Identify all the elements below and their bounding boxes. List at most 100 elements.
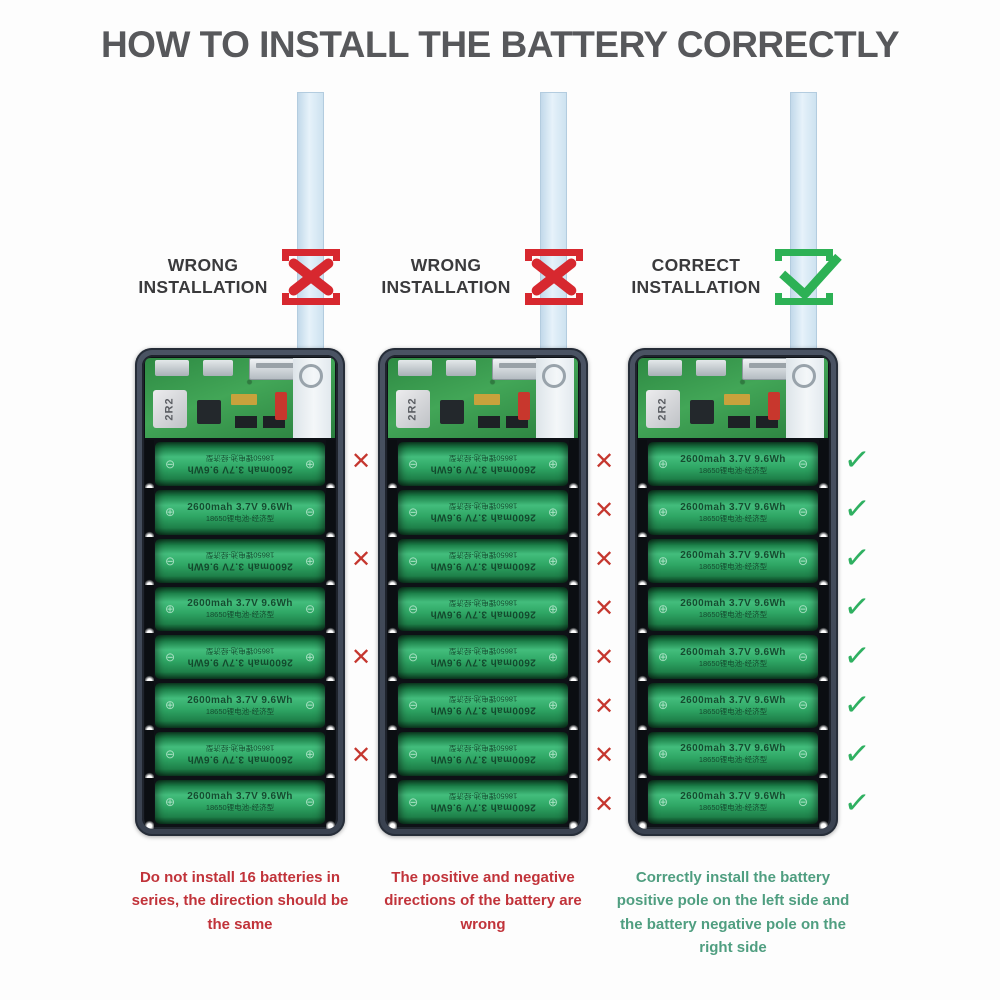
checkmark-icon (778, 236, 842, 301)
row-wrong-mark: ✕ (351, 740, 372, 769)
stamp-bracket-top (524, 249, 583, 261)
battery-label: 2600mah 3.7V 9.6Wh 18650锂电池-经济型 (187, 501, 293, 523)
positive-pole-symbol: ⊕ (165, 601, 176, 616)
battery-label: 2600mah 3.7V 9.6Wh 18650锂电池-经济型 (430, 453, 536, 475)
negative-pole-symbol: ⊖ (797, 698, 808, 713)
strap-pass-through (293, 358, 331, 438)
battery-label: 2600mah 3.7V 9.6Wh 18650锂电池-经济型 (680, 550, 786, 572)
usb-port-small-icon (648, 360, 682, 376)
positive-pole-symbol: ⊕ (658, 457, 669, 472)
negative-pole-symbol: ⊖ (304, 505, 315, 520)
battery-18650: ⊕ 2600mah 3.7V 9.6Wh 18650锂电池-经济型 ⊖ (648, 442, 818, 487)
battery-label: 2600mah 3.7V 9.6Wh 18650锂电池-经济型 (430, 598, 536, 620)
battery-contact-right (569, 633, 578, 688)
row-wrong-mark: ✕ (594, 446, 615, 475)
battery-contact-right (326, 729, 335, 785)
battery-contact-right (819, 777, 828, 829)
battery-label: 2600mah 3.7V 9.6Wh 18650锂电池-经济型 (187, 791, 293, 813)
powerbank-case: 2R2 ⊕ 2600mah 3.7V 9.6Wh 18650锂电池 (135, 348, 345, 836)
battery-contact-left (638, 584, 647, 640)
battery-row: ⊕ 2600mah 3.7V 9.6Wh 18650锂电池-经济型 ⊖ (638, 584, 828, 640)
battery-contact-right (819, 633, 828, 688)
chip-icon (690, 400, 714, 424)
positive-pole-symbol: ⊕ (658, 794, 669, 809)
battery-contact-right (569, 440, 578, 495)
battery-contact-left (145, 488, 154, 543)
row-wrong-mark: ✕ (351, 544, 372, 573)
negative-pole-symbol: ⊖ (797, 553, 808, 568)
chip-icon (440, 400, 464, 424)
inductor-2r2: 2R2 (396, 390, 430, 428)
column-wrong-reversed: WRONG INSTALLATION 2R2 (378, 0, 614, 1000)
column-header: WRONG INSTALLATION (135, 246, 345, 308)
battery-row: ⊕ 2600mah 3.7V 9.6Wh 18650锂电池-经济型 ⊖ (388, 584, 578, 640)
negative-pole-symbol: ⊖ (797, 601, 808, 616)
battery-contact-right (819, 536, 828, 592)
battery-18650: ⊕ 2600mah 3.7V 9.6Wh 18650锂电池-经济型 ⊖ (398, 731, 568, 776)
row-marks-column: ✕✕✕✕ (351, 436, 393, 828)
row-no-mark (351, 485, 393, 534)
column-correct: CORRECT INSTALLATION 2R2 (617, 0, 872, 1000)
battery-contact-right (326, 440, 335, 495)
strap-pass-through (536, 358, 574, 438)
stamp-bracket-bottom (281, 293, 340, 305)
battery-18650: ⊕ 2600mah 3.7V 9.6Wh 18650锂电池-经济型 ⊖ (398, 683, 568, 728)
inductor-2r2: 2R2 (153, 390, 187, 428)
column-label: WRONG INSTALLATION (381, 255, 511, 297)
battery-contact-right (569, 729, 578, 785)
battery-contact-left (145, 536, 154, 592)
powerbank-case: 2R2 ⊕ 2600mah 3.7V 9.6Wh 18650锂电池 (628, 348, 838, 836)
battery-contact-right (569, 488, 578, 543)
component-icon (231, 394, 257, 405)
battery-bay: ⊕ 2600mah 3.7V 9.6Wh 18650锂电池-经济型 ⊖ ⊕ 26… (635, 438, 831, 829)
battery-18650: ⊕ 2600mah 3.7V 9.6Wh 18650锂电池-经济型 ⊖ (155, 442, 325, 487)
stamp-bracket-top (281, 249, 340, 261)
battery-contact-left (388, 777, 397, 829)
battery-label: 2600mah 3.7V 9.6Wh 18650锂电池-经济型 (430, 791, 536, 813)
row-no-mark (351, 583, 393, 632)
column-header: CORRECT INSTALLATION (628, 236, 842, 308)
battery-row: ⊕ 2600mah 3.7V 9.6Wh 18650锂电池-经济型 ⊖ (145, 633, 335, 688)
battery-contact-right (326, 681, 335, 736)
row-marks-column: ✓✓✓✓✓✓✓✓ (842, 436, 886, 828)
usb-port-small-icon (398, 360, 432, 376)
battery-label: 2600mah 3.7V 9.6Wh 18650锂电池-经济型 (680, 743, 786, 765)
battery-label: 2600mah 3.7V 9.6Wh 18650锂电池-经济型 (187, 453, 293, 475)
column-caption: The positive and negative directions of … (384, 869, 582, 933)
column-caption: Correctly install the battery positive p… (616, 869, 850, 956)
battery-row: ⊕ 2600mah 3.7V 9.6Wh 18650锂电池-经济型 ⊖ (145, 729, 335, 785)
component-icon (724, 394, 750, 405)
row-wrong-mark: ✕ (351, 446, 372, 475)
negative-pole-symbol: ⊖ (165, 746, 176, 761)
battery-18650: ⊕ 2600mah 3.7V 9.6Wh 18650锂电池-经济型 ⊖ (648, 731, 818, 776)
positive-pole-symbol: ⊕ (547, 698, 558, 713)
battery-label: 2600mah 3.7V 9.6Wh 18650锂电池-经济型 (680, 453, 786, 475)
row-correct-mark: ✓ (842, 685, 872, 724)
battery-label: 2600mah 3.7V 9.6Wh 18650锂电池-经济型 (187, 598, 293, 620)
red-component-icon (518, 392, 530, 420)
battery-label: 2600mah 3.7V 9.6Wh 18650锂电池-经济型 (680, 694, 786, 716)
negative-pole-symbol: ⊖ (408, 553, 419, 568)
negative-pole-symbol: ⊖ (408, 505, 419, 520)
battery-row: ⊕ 2600mah 3.7V 9.6Wh 18650锂电池-经济型 ⊖ (638, 777, 828, 829)
row-correct-mark: ✓ (842, 489, 872, 528)
positive-pole-symbol: ⊕ (658, 698, 669, 713)
negative-pole-symbol: ⊖ (408, 650, 419, 665)
inductor-2r2: 2R2 (646, 390, 680, 428)
battery-contact-left (638, 488, 647, 543)
positive-pole-symbol: ⊕ (547, 650, 558, 665)
column-wrong-alternating: WRONG INSTALLATION 2R2 (132, 0, 371, 1000)
positive-pole-symbol: ⊕ (304, 553, 315, 568)
battery-18650: ⊕ 2600mah 3.7V 9.6Wh 18650锂电池-经济型 ⊖ (648, 635, 818, 680)
wrong-stamp-icon (523, 249, 585, 305)
negative-pole-symbol: ⊖ (797, 457, 808, 472)
battery-label: 2600mah 3.7V 9.6Wh 18650锂电池-经济型 (187, 694, 293, 716)
battery-contact-right (569, 777, 578, 829)
battery-contact-left (145, 681, 154, 736)
battery-row: ⊕ 2600mah 3.7V 9.6Wh 18650锂电池-经济型 ⊖ (388, 440, 578, 495)
battery-18650: ⊕ 2600mah 3.7V 9.6Wh 18650锂电池-经济型 ⊖ (398, 635, 568, 680)
battery-row: ⊕ 2600mah 3.7V 9.6Wh 18650锂电池-经济型 ⊖ (638, 681, 828, 736)
battery-contact-left (145, 633, 154, 688)
battery-label: 2600mah 3.7V 9.6Wh 18650锂电池-经济型 (430, 501, 536, 523)
battery-contact-left (638, 729, 647, 785)
